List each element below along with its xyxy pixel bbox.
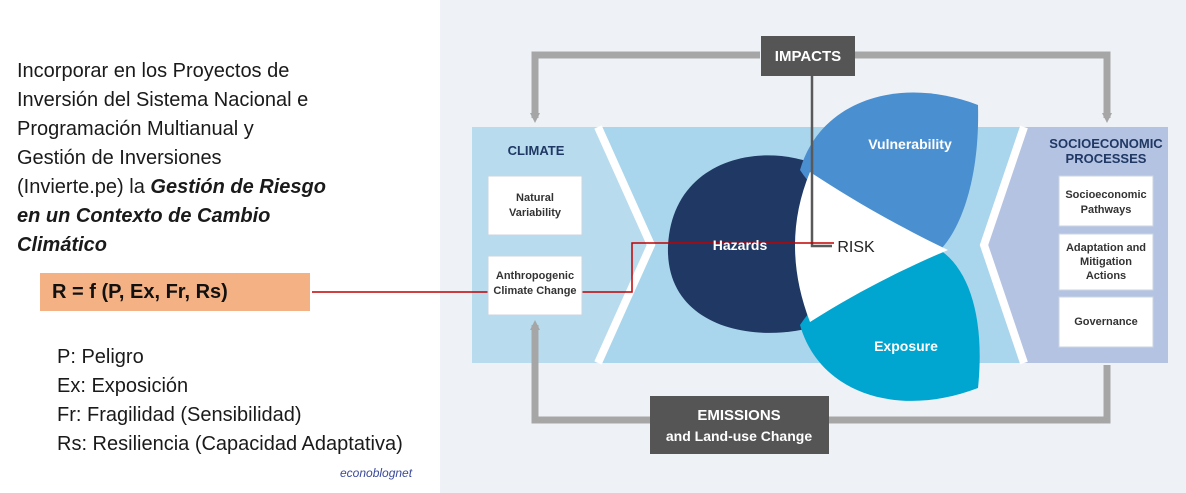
natural-variability-label: Natural bbox=[516, 192, 554, 204]
intro-line: Climático bbox=[17, 231, 417, 260]
emissions-label: EMISSIONS bbox=[697, 407, 780, 424]
anthropogenic-label: Anthropogenic bbox=[496, 270, 574, 282]
anthropogenic-box bbox=[487, 255, 583, 316]
intro-line: Incorporar en los Proyectos de bbox=[17, 60, 290, 82]
formula-legend: P: Peligro Ex: Exposición Fr: Fragilidad… bbox=[57, 343, 403, 459]
governance-label: Governance bbox=[1074, 316, 1138, 328]
exposure-label: Exposure bbox=[874, 338, 938, 354]
legend-item: P: Peligro bbox=[57, 346, 144, 368]
adaptation-label: Mitigation bbox=[1080, 256, 1132, 268]
impacts-box bbox=[761, 36, 855, 76]
hazards-label: Hazards bbox=[713, 237, 768, 253]
adaptation-box bbox=[1058, 233, 1154, 291]
formula-connector bbox=[312, 242, 834, 293]
vulnerability-label: Vulnerability bbox=[868, 136, 952, 152]
natural-variability-label: Variability bbox=[509, 207, 562, 219]
risk-formula: R = f (P, Ex, Fr, Rs) bbox=[40, 273, 310, 311]
risk-label: RISK bbox=[837, 239, 875, 256]
intro-plain: (Invierte.pe) la bbox=[17, 176, 151, 198]
intro-emphasis: Gestión de Riesgo bbox=[150, 176, 326, 198]
legend-item: Rs: Resiliencia (Capacidad Adaptativa) bbox=[57, 433, 403, 455]
pathways-box bbox=[1058, 175, 1154, 227]
hazards-petal bbox=[667, 155, 841, 333]
adaptation-label: Actions bbox=[1086, 270, 1126, 282]
intro-text: Incorporar en los Proyectos de Inversión… bbox=[17, 57, 417, 260]
impacts-right-arrow bbox=[855, 51, 1112, 123]
socioeconomic-title: SOCIOECONOMIC bbox=[1049, 136, 1163, 151]
pathways-label: Pathways bbox=[1081, 204, 1132, 216]
legend-item: Ex: Exposición bbox=[57, 375, 189, 397]
emissions-sublabel: and Land-use Change bbox=[666, 428, 812, 444]
impacts-left-arrow bbox=[530, 51, 760, 123]
risk-pointer bbox=[810, 60, 832, 248]
adaptation-label: Adaptation and bbox=[1066, 242, 1146, 254]
intro-line: Gestión de Inversiones bbox=[17, 147, 222, 169]
intro-line: Programación Multianual y bbox=[17, 118, 254, 140]
emissions-right-connector bbox=[828, 365, 1111, 424]
risk-core bbox=[795, 172, 948, 322]
impacts-label: IMPACTS bbox=[775, 48, 841, 65]
socioeconomic-title: PROCESSES bbox=[1066, 151, 1147, 166]
natural-variability-box bbox=[487, 175, 583, 236]
emissions-left-arrow bbox=[530, 320, 650, 424]
intro-emphasis: Climático bbox=[17, 234, 108, 256]
chevron-separator bbox=[979, 125, 1028, 365]
emissions-box bbox=[650, 396, 829, 454]
intro-emphasis: en un Contexto de Cambio bbox=[17, 205, 271, 227]
chevron-separator bbox=[594, 125, 656, 365]
legend-item: Fr: Fragilidad (Sensibilidad) bbox=[57, 404, 302, 426]
climate-title: CLIMATE bbox=[508, 143, 565, 158]
intro-line: Inversión del Sistema Nacional e bbox=[17, 89, 309, 111]
governance-box bbox=[1058, 296, 1154, 348]
intro-line: (Invierte.pe) la Gestión de Riesgo bbox=[17, 173, 417, 202]
intro-line: en un Contexto de Cambio bbox=[17, 202, 417, 231]
source-credit: econoblognet bbox=[340, 466, 413, 480]
anthropogenic-label: Climate Change bbox=[493, 285, 576, 297]
pathways-label: Socioeconomic bbox=[1065, 189, 1146, 201]
